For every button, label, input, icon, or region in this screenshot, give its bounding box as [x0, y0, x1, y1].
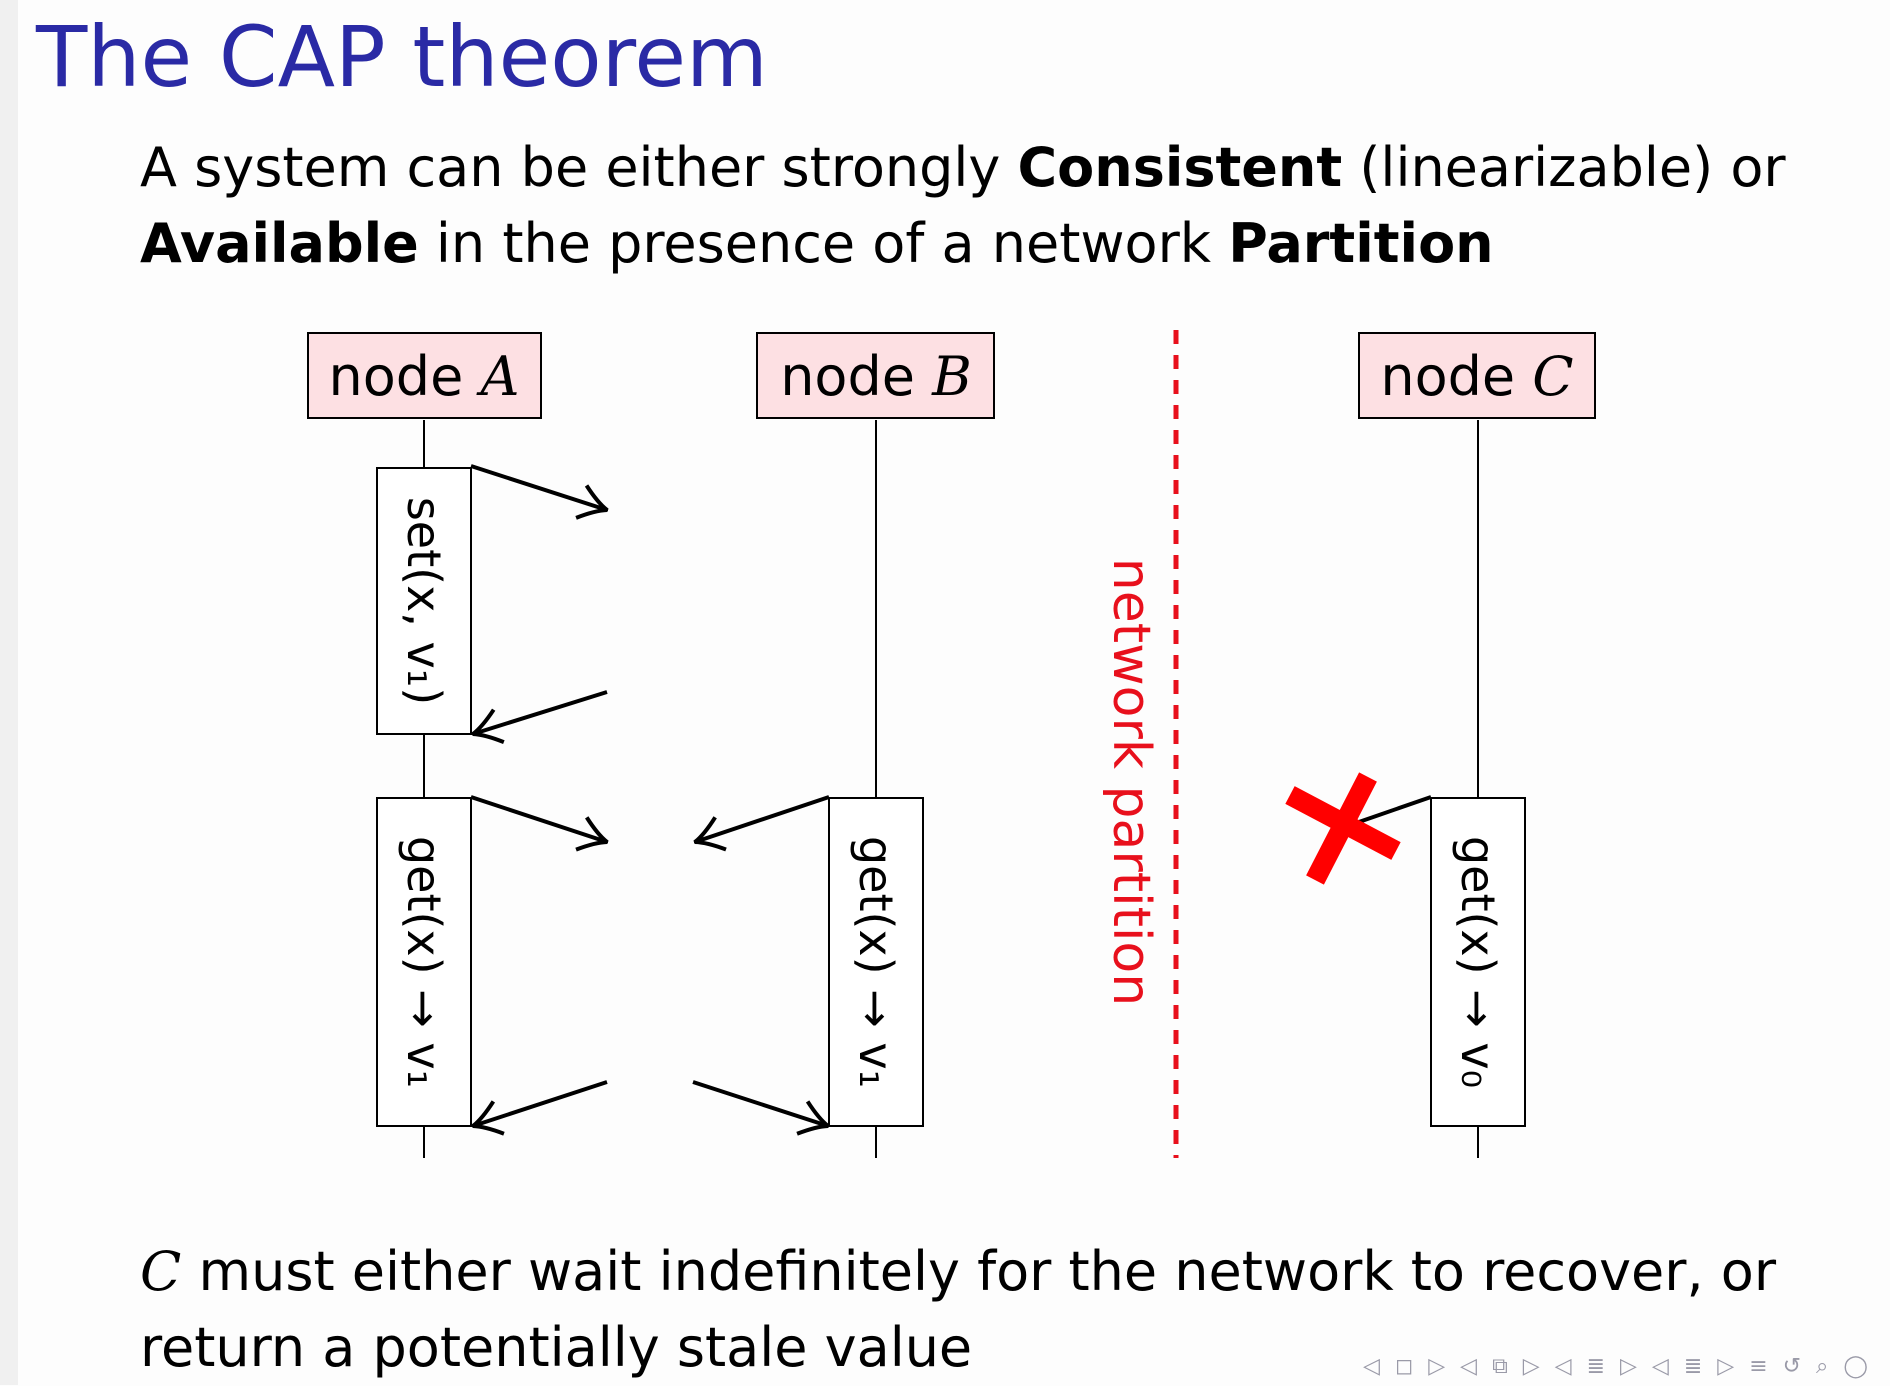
available-term: Available: [140, 212, 419, 275]
partition-label: network partition: [1101, 558, 1161, 1006]
set-a-label: set(x, v₁): [397, 497, 451, 705]
get-operation-a: get(x) → v₁: [376, 797, 472, 1127]
set-operation-a: set(x, v₁): [376, 467, 472, 735]
node-b-var: B: [931, 345, 972, 408]
arrow-c-get-blocked: [1355, 795, 1432, 825]
arrow-a-set-ack: [473, 690, 608, 734]
failed-message-cross-icon: [1285, 772, 1401, 885]
node-a-var: A: [475, 345, 519, 408]
intro-line-2: Available in the presence of a network P…: [140, 206, 1494, 282]
node-c-var: C: [1532, 345, 1573, 408]
beamer-navigation-bar[interactable]: ◁ ◻ ▷ ◁ ⧉ ▷ ◁ ≣ ▷ ◁ ≣ ▷ ≡ ↺ ⌕ ◯: [1363, 1354, 1872, 1379]
slide-title: The CAP theorem: [36, 8, 768, 106]
svg-text:node C: node C: [1380, 345, 1573, 408]
node-a-label: node: [329, 345, 481, 408]
node-c-label: node: [1380, 345, 1532, 408]
conclusion-line-2: return a potentially stale value: [140, 1316, 973, 1379]
arrow-b-get-ack: [692, 1080, 828, 1126]
arrow-a-set-out: [470, 464, 607, 510]
node-b-label: node: [780, 345, 932, 408]
get-operation-c: get(x) → v₀: [1430, 797, 1526, 1127]
arrow-a-get-out: [470, 795, 607, 842]
get-c-label: get(x) → v₀: [1451, 836, 1505, 1088]
intro-line-1: A system can be either strongly Consiste…: [140, 130, 1786, 206]
partition-term: Partition: [1228, 212, 1494, 275]
consistent-term: Consistent: [1017, 136, 1343, 199]
intro-text-c: (linearizable) or: [1342, 136, 1786, 199]
conclusion-text-1: must either wait indefinitely for the ne…: [181, 1240, 1777, 1303]
node-c-box: node C: [1358, 332, 1596, 419]
arrow-b-get-out: [695, 795, 830, 842]
cap-sequence-diagram: node A node B node C set(x, v₁) get(x) →…: [307, 330, 1596, 1158]
arrow-a-get-ack: [473, 1080, 608, 1126]
conclusion-line-1: C must either wait indefinitely for the …: [140, 1234, 1776, 1310]
left-margin-shade: [0, 0, 18, 1385]
conclusion-var: C: [140, 1240, 182, 1303]
svg-text:node B: node B: [780, 345, 972, 408]
node-b-box: node B: [756, 332, 995, 419]
intro-text-d: in the presence of a network: [418, 212, 1229, 275]
get-operation-b: get(x) → v₁: [828, 797, 924, 1127]
get-b-label: get(x) → v₁: [849, 836, 903, 1088]
intro-text-a: A system can be either strongly: [140, 136, 1018, 199]
get-a-label: get(x) → v₁: [397, 836, 451, 1088]
svg-text:node A: node A: [329, 345, 520, 408]
node-a-box: node A: [307, 332, 542, 419]
